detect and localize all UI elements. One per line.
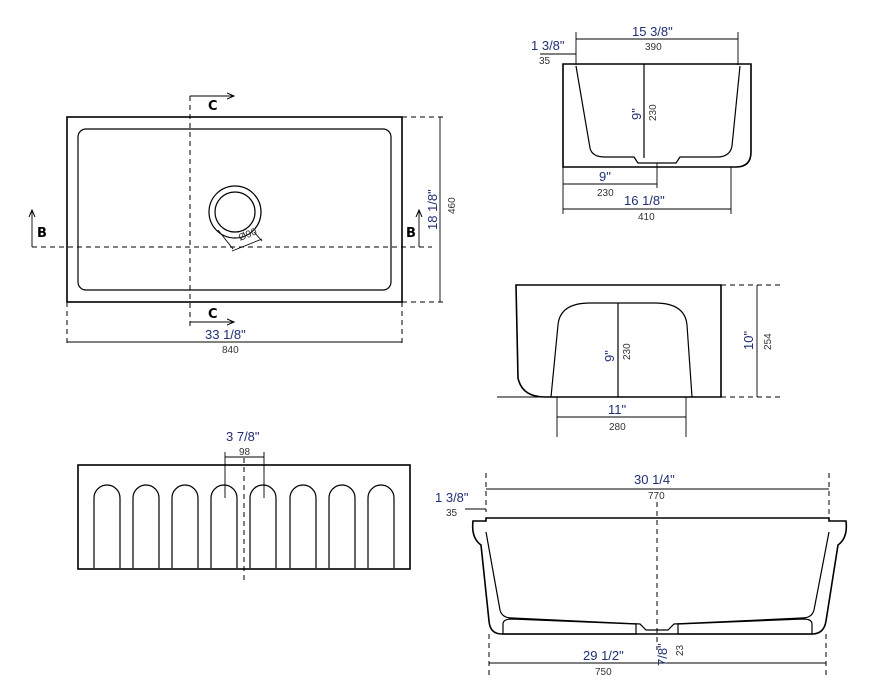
flute-5 bbox=[249, 484, 277, 568]
flute-2 bbox=[132, 484, 160, 568]
top-width-metric: 390 bbox=[645, 42, 662, 53]
flute-1 bbox=[93, 484, 121, 568]
side-view-outline bbox=[515, 284, 722, 398]
rim-metric: 35 bbox=[446, 508, 458, 519]
drain-leader bbox=[217, 229, 234, 250]
height-metric: 254 bbox=[763, 333, 774, 350]
foot-right bbox=[677, 618, 813, 635]
long-section: 30 1/4" 770 1 3/8" 35 29 1/2" 750 7/8" 2… bbox=[435, 472, 848, 678]
width-metric: 460 bbox=[447, 197, 458, 214]
width-imperial: 18 1/8" bbox=[425, 189, 440, 230]
section-c-label-bottom: C bbox=[208, 307, 218, 322]
bottom-metric: 750 bbox=[595, 667, 612, 678]
top-view: Ø90 C C B B 33 1/8" 840 18 1/8" 460 bbox=[32, 96, 458, 356]
bottom-imperial: 16 1/8" bbox=[624, 193, 665, 208]
top-metric: 770 bbox=[648, 491, 665, 502]
base-metric: 280 bbox=[609, 422, 626, 433]
long-section-inner bbox=[485, 531, 830, 631]
side-view-cutout bbox=[550, 302, 693, 398]
bowl-outline bbox=[77, 128, 392, 291]
inner-height-metric: 230 bbox=[622, 343, 633, 360]
sink-outline bbox=[66, 116, 403, 303]
depth-imperial: 9" bbox=[629, 108, 644, 120]
section-b-label-left: B bbox=[37, 226, 47, 241]
drain-height-imperial: 7/8" bbox=[655, 643, 670, 666]
height-imperial: 10" bbox=[741, 331, 756, 350]
flute-7 bbox=[328, 484, 356, 568]
inner-height-imperial: 9" bbox=[602, 350, 617, 362]
drain-inner-icon bbox=[214, 191, 256, 233]
section-c-label-top: C bbox=[208, 99, 218, 114]
bottom-metric: 410 bbox=[638, 212, 655, 223]
flute-imperial: 3 7/8" bbox=[226, 429, 260, 444]
bottom-imperial: 29 1/2" bbox=[583, 648, 624, 663]
long-section-outline bbox=[471, 517, 848, 635]
drain-offset-metric: 230 bbox=[597, 188, 614, 199]
depth-metric: 230 bbox=[648, 104, 659, 121]
drain-icon bbox=[208, 185, 262, 239]
flute-metric: 98 bbox=[239, 447, 251, 458]
flutes bbox=[93, 484, 395, 568]
top-imperial: 30 1/4" bbox=[634, 472, 675, 487]
rim-imperial: 1 3/8" bbox=[531, 38, 565, 53]
length-metric: 840 bbox=[222, 345, 239, 356]
flute-4 bbox=[210, 484, 238, 568]
sink-section-outline bbox=[562, 63, 752, 168]
base-imperial: 11" bbox=[608, 402, 626, 417]
length-imperial: 33 1/8" bbox=[205, 327, 246, 342]
drain-height-metric: 23 bbox=[675, 644, 686, 656]
drain-offset-imperial: 9" bbox=[599, 169, 611, 184]
flute-6 bbox=[289, 484, 317, 568]
rim-metric: 35 bbox=[539, 56, 551, 67]
rim-imperial: 1 3/8" bbox=[435, 490, 469, 505]
foot-left bbox=[502, 618, 637, 635]
side-section: 15 3/8" 390 1 3/8" 35 9" 230 9" 230 16 1… bbox=[531, 24, 752, 223]
flute-8 bbox=[367, 484, 395, 568]
side-view: 9" 230 10" 254 11" 280 bbox=[497, 284, 783, 437]
front-view: 3 7/8" 98 bbox=[77, 429, 411, 580]
section-b-label-right: B bbox=[406, 226, 416, 241]
top-width-imperial: 15 3/8" bbox=[632, 24, 673, 39]
flute-3 bbox=[171, 484, 199, 568]
drain-dim-line bbox=[231, 238, 263, 252]
